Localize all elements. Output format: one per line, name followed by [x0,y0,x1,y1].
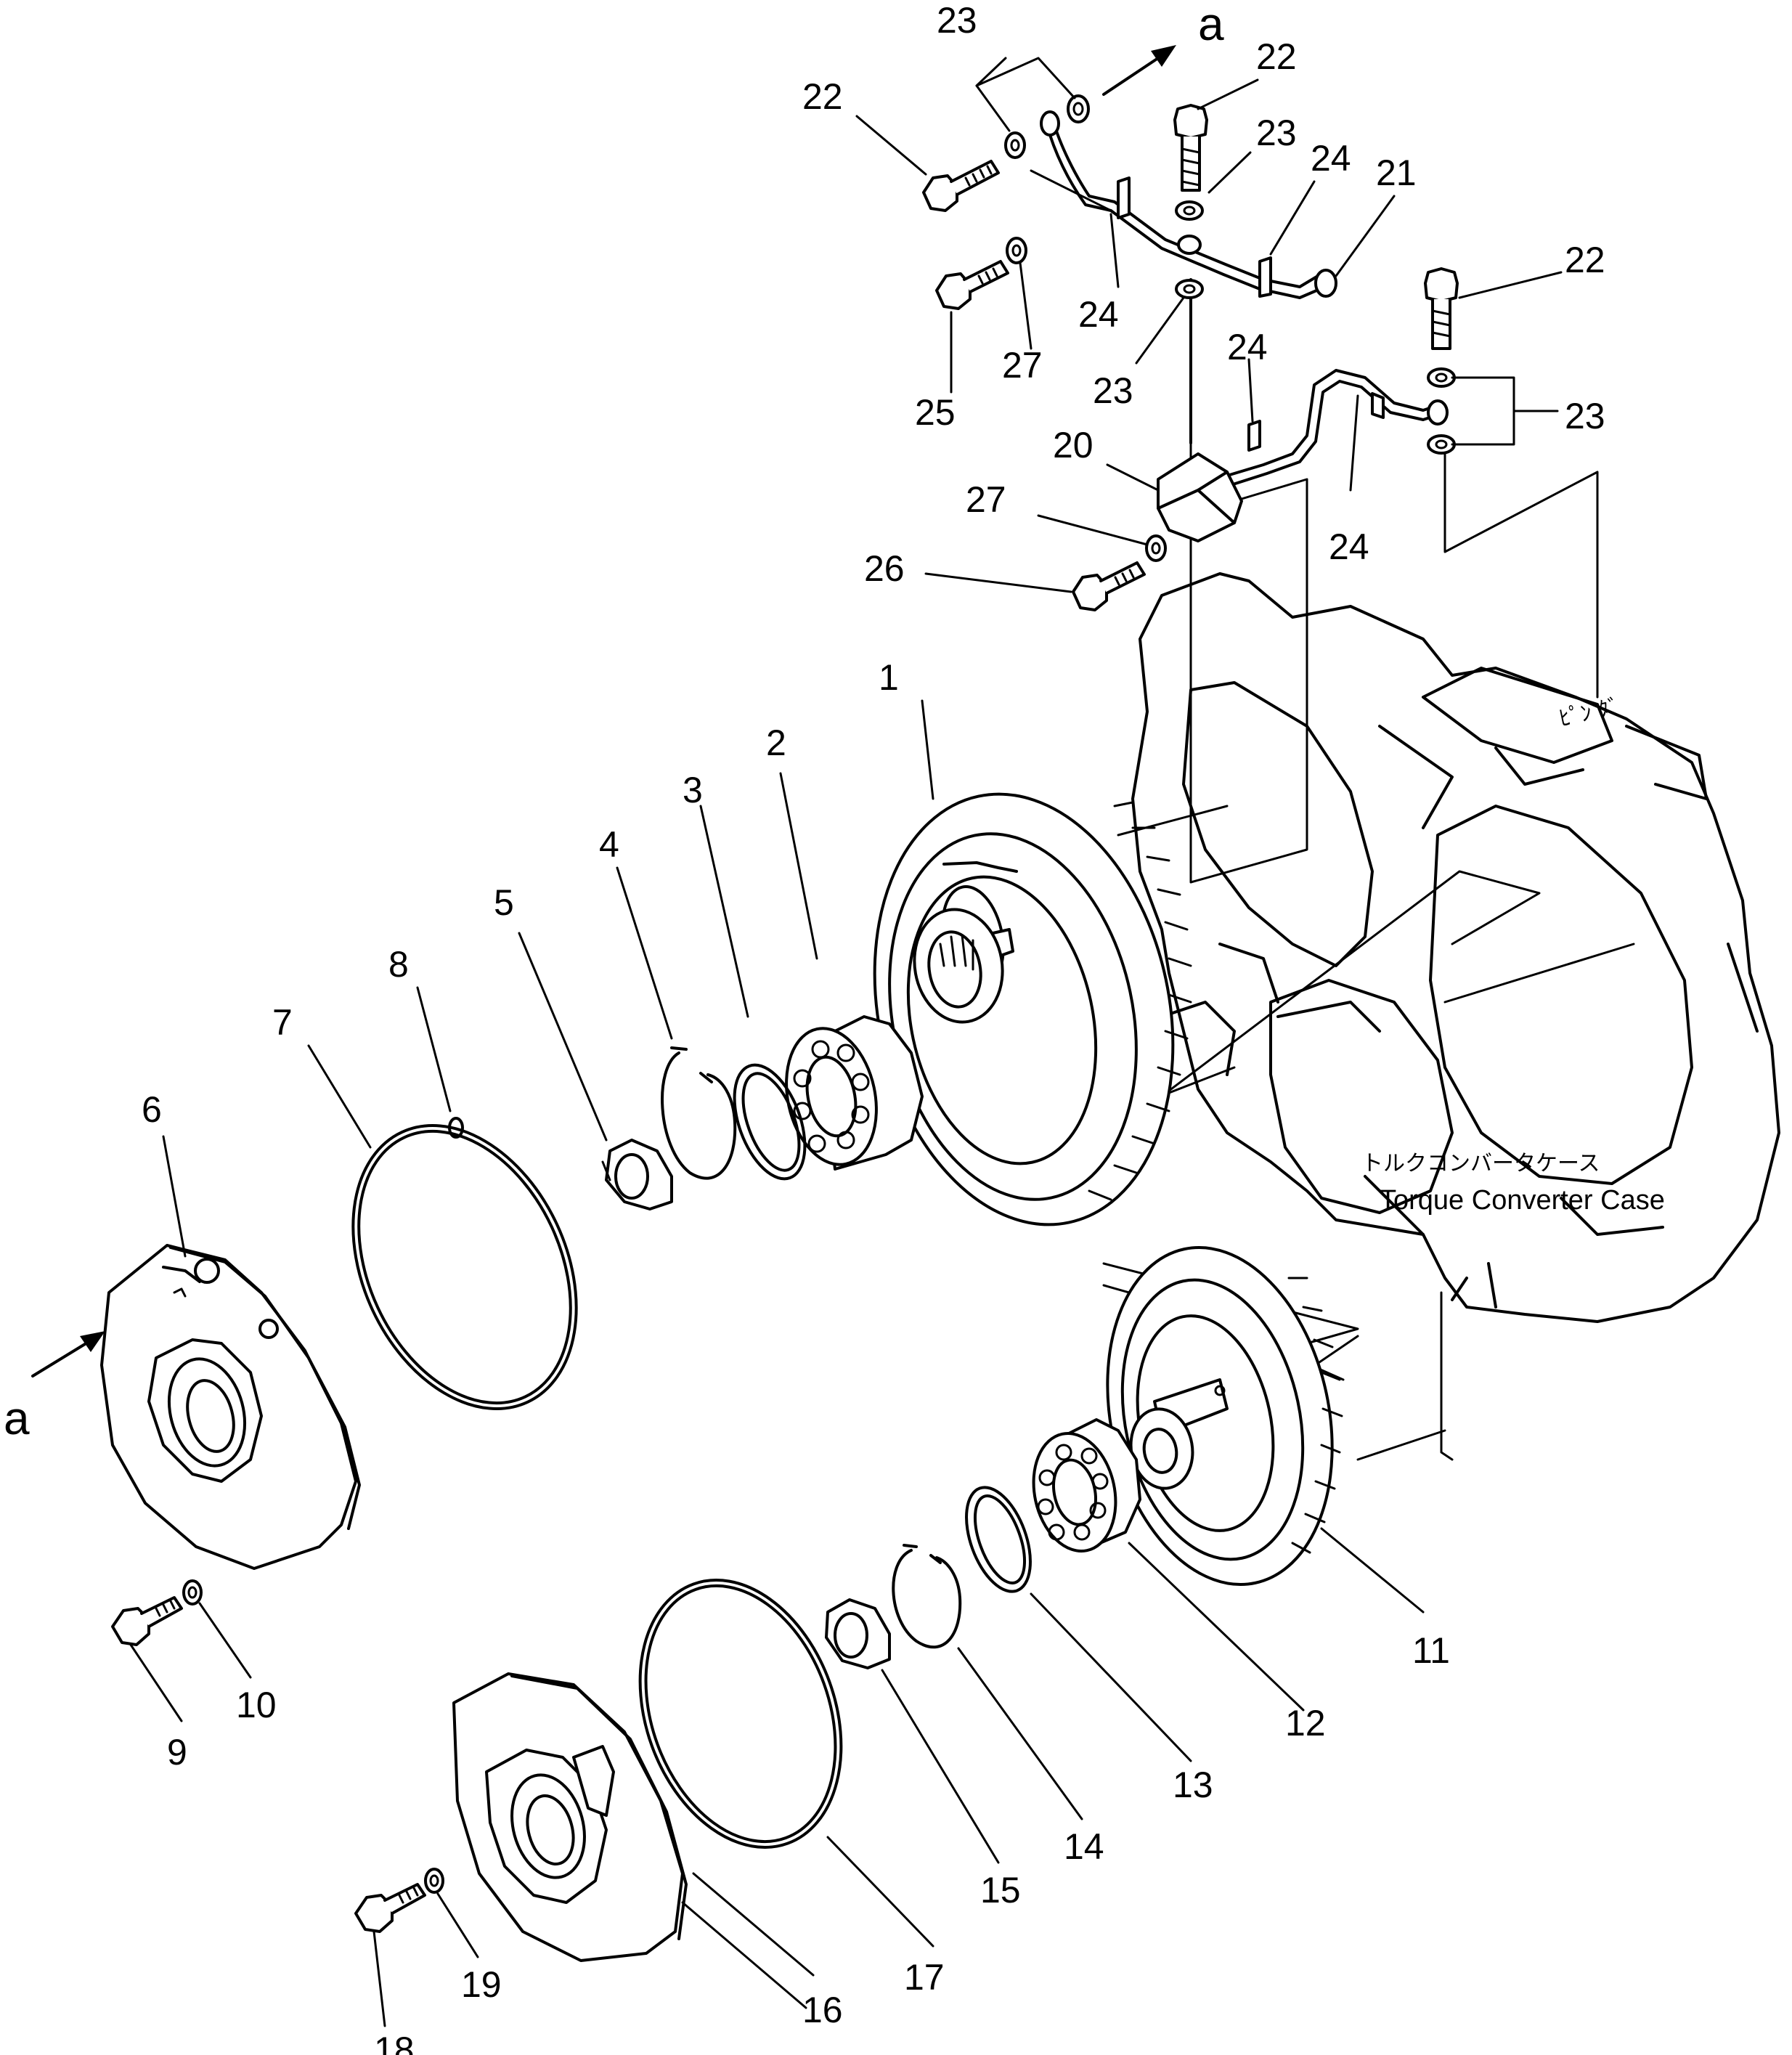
label-2: 2 [766,723,786,763]
label-7: 7 [272,1002,293,1043]
label-24-top: 24 [1311,138,1351,179]
part-16-cover [452,1672,688,1962]
label-8: 8 [388,944,409,985]
part-21-pipe-assembly [1040,110,1337,299]
label-13: 13 [1173,1765,1213,1805]
part-25-bolt [935,260,1009,310]
torque-converter-case: ﾋﾟﾝ ﾀﾞ [1131,572,1780,1323]
label-12: 12 [1285,1703,1326,1743]
part-6-cover [100,1244,361,1570]
label-23-top: 23 [937,0,977,41]
part-3-ring [733,1063,807,1181]
label-19: 19 [461,1964,502,2005]
arrow-a-top [1102,45,1176,96]
label-23-right: 23 [1565,396,1605,436]
label-27-top: 27 [1002,345,1043,386]
part-4-circlip [661,1046,737,1180]
label-27-lower: 27 [966,479,1006,520]
part-9-bolt [111,1596,183,1646]
label-22-right: 22 [1565,240,1605,280]
svg-text:ﾋﾟﾝ ﾀﾞ: ﾋﾟﾝ ﾀﾞ [1557,694,1622,732]
part-2-bearing [785,1015,924,1171]
part-13-ring [965,1486,1032,1593]
label-23-lower: 23 [1093,370,1133,411]
label-9: 9 [167,1732,187,1773]
label-5: 5 [494,882,514,923]
part-5-nut [601,1139,673,1210]
label-11: 11 [1412,1630,1450,1671]
label-10: 10 [236,1685,277,1725]
part-27-washers [1006,237,1167,562]
label-3: 3 [683,770,703,810]
label-22-top: 22 [1256,36,1297,77]
label-20: 20 [1053,425,1093,465]
label-1: 1 [879,657,899,698]
part-18-bolt [354,1883,426,1933]
label-23-mid: 23 [1256,113,1297,153]
label-26: 26 [864,548,905,589]
part-number-labels: 1 2 3 4 5 8 7 6 11 12 13 14 15 17 16 9 1… [4,0,1665,2055]
caption-jp: トルクコンバータケース [1361,1151,1600,1176]
label-a-top: a [1198,0,1224,50]
part-7-large-oring [351,1124,578,1410]
part-19-washer [424,1868,444,1894]
label-15: 15 [980,1870,1021,1910]
label-24-left: 24 [1078,294,1119,335]
label-18: 18 [374,2030,415,2055]
label-22-left: 22 [802,76,843,117]
part-20-pipe-assembly [1157,278,1449,542]
label-17: 17 [904,1957,945,1998]
label-25: 25 [915,392,956,433]
part-14-circlip [892,1544,962,1649]
part-26-bolt [1072,561,1146,611]
caption-en: Torque Converter Case [1380,1185,1665,1216]
label-16: 16 [802,1990,843,2030]
label-24-lower: 24 [1329,526,1369,567]
part-12-bearing [1032,1418,1141,1553]
part-1-upper-gear [873,792,1192,1226]
part-17-large-oring [638,1579,843,1849]
label-4: 4 [599,824,619,865]
part-10-washer [182,1579,203,1606]
label-14: 14 [1064,1826,1104,1867]
arrow-a-left [31,1331,105,1378]
part-15-nut [825,1598,891,1669]
part-11-lower-gear [1106,1246,1343,1586]
part-22-bolts [922,104,1459,350]
label-21: 21 [1376,152,1417,193]
label-24-mid: 24 [1227,327,1268,367]
leader-lines [129,57,1563,2027]
label-a-left: a [4,1392,30,1444]
label-6: 6 [142,1089,162,1130]
part-23-washers [1004,94,1456,455]
